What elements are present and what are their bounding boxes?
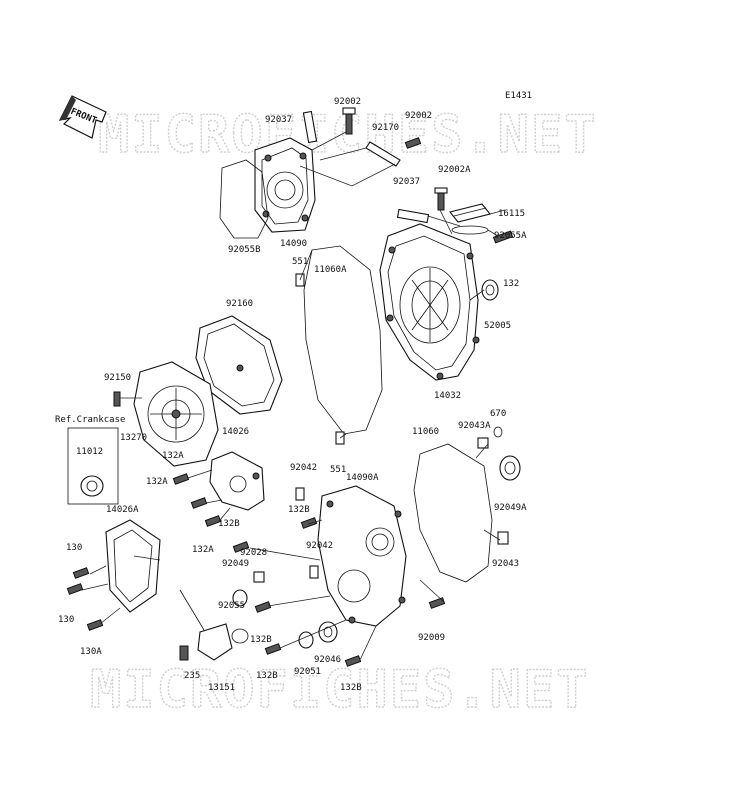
part-label-235: 235: [184, 671, 200, 681]
part-labels: 92002 92037 92170 92002 14090 92055B 92037 9200…: [58, 97, 527, 693]
part-92037-pin-b: [396, 208, 430, 224]
part-92055a-oring: [451, 225, 489, 235]
part-label-16115: 16115: [498, 209, 525, 219]
part-92170-shaft: [365, 141, 401, 167]
part-14090a-cover: [317, 485, 407, 627]
part-label-11012: 11012: [76, 447, 103, 457]
part-92002-bolt-a: [342, 107, 356, 135]
part-label-92170: 92170: [372, 123, 399, 133]
part-label-14090a: 14090A: [346, 473, 379, 483]
part-92049a-seal: [499, 455, 521, 481]
part-16115-cap: [449, 203, 491, 223]
part-label-132a3: 132A: [192, 545, 214, 555]
part-label-132b5: 132B: [340, 683, 362, 693]
part-label-92049: 92049: [222, 559, 249, 569]
part-label-14032: 14032: [434, 391, 461, 401]
part-label-92046: 92046: [314, 655, 341, 665]
part-92046-bearing: [318, 621, 338, 643]
part-label-92043a: 92043A: [458, 421, 491, 431]
part-label-130a: 130: [66, 543, 82, 553]
part-132-bolt: [492, 230, 514, 244]
part-92049-seal: [232, 589, 248, 607]
part-14026-bracket: [209, 451, 265, 511]
ref-crankcase-box: [67, 427, 119, 505]
part-label-11060a: 11060A: [314, 265, 347, 275]
part-label-14026: 14026: [222, 427, 249, 437]
part-label-92009: 92009: [418, 633, 445, 643]
part-label-670: 670: [490, 409, 506, 419]
part-label-92002c: 92002A: [438, 165, 471, 175]
part-92042-dowels: [295, 487, 319, 579]
part-label-132b2: 132B: [218, 519, 240, 529]
part-13151-lever: [179, 589, 233, 661]
diagram-code: E1431: [505, 91, 532, 101]
part-label-92055a: 92055A: [494, 231, 527, 241]
part-92037-pin: [302, 110, 318, 144]
part-label-551b: 551: [330, 465, 346, 475]
part-92043a-dowel: [477, 437, 489, 449]
part-label-130b: 130: [58, 615, 74, 625]
part-label-14090: 14090: [280, 239, 307, 249]
part-label-92055: 92055: [218, 601, 245, 611]
part-label-92051: 92051: [294, 667, 321, 677]
part-13270-cover: [133, 361, 219, 467]
part-130-bolts: [66, 567, 104, 631]
part-label-92049a: 92049A: [494, 503, 527, 513]
part-label-92043: 92043: [492, 559, 519, 569]
part-92002a-bolt: [434, 187, 448, 211]
part-label-92037b: 92037: [393, 177, 420, 187]
part-92160-gasket: [195, 315, 283, 415]
part-14032-clutch-cover: [379, 223, 480, 381]
part-label-14026a: 14026A: [106, 505, 139, 515]
part-92009-bolt: [428, 597, 446, 609]
part-92028-collar: [253, 571, 265, 583]
part-235-bolt: [179, 645, 189, 661]
part-92043-dowel: [497, 531, 509, 545]
part-label-132b1: 132B: [288, 505, 310, 515]
part-label-92002b: 92002: [405, 111, 432, 121]
part-label-132: 132: [503, 279, 519, 289]
part-92002-bolt-b: [404, 137, 422, 149]
part-label-132b3: 132B: [250, 635, 272, 645]
part-92055b-gasket: [219, 159, 269, 239]
part-label-130c: 130A: [80, 647, 102, 657]
part-label-92042a: 92042: [290, 463, 317, 473]
part-670-oring: [493, 426, 503, 438]
ref-crankcase-label: Ref.Crankcase: [55, 415, 125, 425]
part-label-13151: 13151: [208, 683, 235, 693]
part-label-132a2: 132A: [146, 477, 168, 487]
front-arrow-icon: FRONT: [58, 95, 107, 139]
part-label-132b4: 132B: [256, 671, 278, 681]
part-label-551a: 551: [292, 257, 308, 267]
part-14026a-bracket: [105, 519, 161, 613]
part-92051-seal: [298, 631, 314, 649]
part-132b-bolts: [232, 517, 362, 667]
part-label-92002a: 92002: [334, 97, 361, 107]
part-label-11060: 11060: [412, 427, 439, 437]
part-11060a-gasket: [303, 245, 383, 435]
part-11060-gasket: [413, 443, 493, 583]
part-label-92055b: 92055B: [228, 245, 261, 255]
watermark-bottom: MICROFICHES.NET: [90, 660, 590, 720]
part-52005-seal: [481, 279, 499, 301]
part-label-92037a: 92037: [265, 115, 292, 125]
part-label-132a1: 132A: [162, 451, 184, 461]
part-label-92028: 92028: [240, 548, 267, 558]
part-label-92042b: 92042: [306, 541, 333, 551]
part-132a-bolts: [172, 473, 222, 527]
part-92055-oring: [231, 628, 249, 644]
part-label-52005: 52005: [484, 321, 511, 331]
part-label-92150: 92150: [104, 373, 131, 383]
part-label-13270: 13270: [120, 433, 147, 443]
part-92150-bolt: [113, 391, 121, 407]
part-14090-cover: [254, 137, 316, 233]
part-label-92160: 92160: [226, 299, 253, 309]
